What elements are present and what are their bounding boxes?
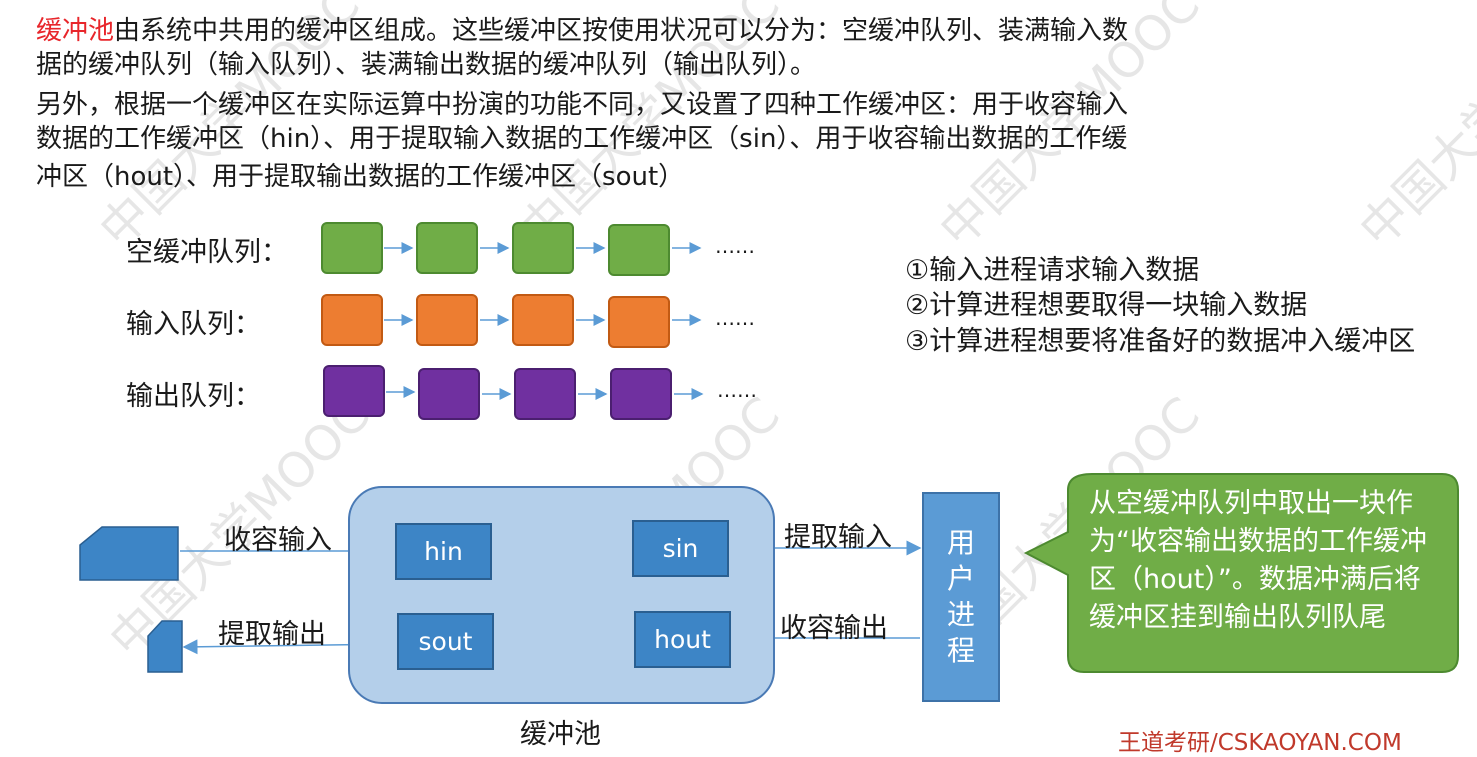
input-buffer-block <box>608 296 670 348</box>
step-3: ③计算进程想要将准备好的数据冲入缓冲区 <box>905 326 1416 357</box>
callout-bubble <box>1023 473 1459 673</box>
sout-buffer: sout <box>397 613 494 670</box>
input-queue-label: 输入队列： <box>126 309 261 340</box>
user-process-box: 用 户 进 程 <box>922 492 1000 702</box>
output-buffer-block <box>323 365 385 417</box>
hout-buffer: hout <box>634 611 731 668</box>
empty-queue-ellipsis: …… <box>715 234 755 258</box>
collect-input-label: 收容输入 <box>224 525 332 556</box>
empty-queue-label: 空缓冲队列： <box>126 237 288 268</box>
step-1: ①输入进程请求输入数据 <box>905 255 1200 286</box>
input-buffer-block <box>512 294 574 346</box>
input-queue-ellipsis: …… <box>715 306 755 330</box>
empty-buffer-block <box>321 222 383 274</box>
intro-line-4: 数据的工作缓冲区（hin）、用于提取输入数据的工作缓冲区（sin）、用于收容输出… <box>36 124 1128 154</box>
output-buffer-block <box>418 368 480 420</box>
intro-line-5: 冲区（hout）、用于提取输出数据的工作缓冲区（sout） <box>36 162 685 192</box>
buffer-pool-term: 缓冲池 <box>36 16 115 46</box>
hin-buffer: hin <box>395 523 492 580</box>
intro-line-2: 据的缓冲队列（输入队列）、装满输出数据的缓冲队列（输出队列）。 <box>36 50 817 80</box>
output-queue-label: 输出队列： <box>126 381 261 412</box>
extract-output-label: 提取输出 <box>218 619 326 650</box>
input-buffer-block <box>416 294 478 346</box>
empty-buffer-block <box>608 224 670 276</box>
brand-footer: 王道考研/CSKAOYAN.COM <box>1118 730 1402 756</box>
input-device-shape <box>79 526 179 581</box>
output-buffer-block <box>610 368 672 420</box>
output-device-shape <box>147 620 183 673</box>
sin-buffer: sin <box>632 520 729 577</box>
buffer-pool-label: 缓冲池 <box>520 719 601 750</box>
empty-buffer-block <box>512 222 574 274</box>
intro-line-3: 另外，根据一个缓冲区在实际运算中扮演的功能不同，又设置了四种工作缓冲区：用于收容… <box>36 90 1129 120</box>
extract-input-label: 提取输入 <box>784 522 892 553</box>
intro-line-1-rest: 由系统中共用的缓冲区组成。这些缓冲区按使用状况可以分为：空缓冲队列、装满输入数 <box>114 16 1129 46</box>
intro-line-1: 缓冲池由系统中共用的缓冲区组成。这些缓冲区按使用状况可以分为：空缓冲队列、装满输… <box>36 14 1128 48</box>
user-process-label: 用 户 进 程 <box>946 526 975 667</box>
step-2: ②计算进程想要取得一块输入数据 <box>905 290 1308 321</box>
output-buffer-block <box>514 368 576 420</box>
empty-buffer-block <box>416 222 478 274</box>
input-buffer-block <box>321 294 383 346</box>
collect-output-label: 收容输出 <box>780 613 888 644</box>
output-queue-ellipsis: …… <box>717 378 757 402</box>
buffer-pool <box>348 486 775 704</box>
callout-text: 从空缓冲队列中取出一块作为“收容输出数据的工作缓冲区（hout）”。数据冲满后将… <box>1089 488 1427 633</box>
